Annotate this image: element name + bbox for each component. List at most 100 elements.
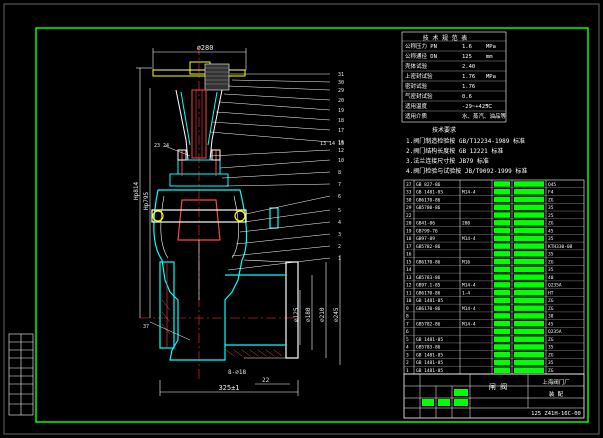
parts-material: ZG bbox=[548, 259, 554, 265]
outer-border bbox=[3, 3, 600, 435]
parts-no: 6 bbox=[406, 329, 409, 335]
parts-no: 17 bbox=[406, 244, 412, 250]
parts-no: 4 bbox=[406, 345, 409, 351]
spec-value: 0.6 bbox=[462, 94, 472, 100]
parts-code: GB 1481-85 bbox=[416, 368, 443, 374]
spec-value: 125 bbox=[462, 54, 472, 60]
parts-material: HT bbox=[548, 290, 554, 296]
spec-table-title: 技 术 规 范 表 bbox=[423, 34, 467, 42]
spec-unit: mm bbox=[486, 54, 493, 60]
title-block-company: 上海阀门厂 bbox=[542, 378, 570, 386]
parts-no: 1 bbox=[406, 368, 409, 374]
binding-margin bbox=[8, 333, 34, 416]
parts-code: GB41-86 bbox=[416, 221, 435, 227]
dim-height-main: Hp814 bbox=[133, 182, 140, 200]
bonnet bbox=[169, 149, 229, 187]
parts-spec: M14-4 bbox=[462, 283, 476, 289]
spec-label: 公称通径 DN bbox=[405, 52, 437, 60]
dim-holes: 8-⌀18 bbox=[228, 369, 246, 376]
spec-value: 1.76 bbox=[462, 74, 475, 80]
balloon-31: 31 bbox=[338, 72, 344, 78]
parts-code: GB5783-86 bbox=[416, 275, 441, 281]
parts-no: 22 bbox=[406, 213, 412, 219]
tech-req-title: 技术要求 bbox=[432, 126, 456, 134]
parts-material: 35 bbox=[548, 236, 554, 242]
parts-no: 29 bbox=[406, 205, 412, 211]
balloon-3: 3 bbox=[338, 232, 341, 238]
dim-dia-180: ⌀180 bbox=[305, 307, 312, 322]
spec-label: 公称压力 PN bbox=[405, 42, 437, 50]
parts-material: 25 bbox=[548, 213, 554, 219]
dim-dia-125: ⌀125 bbox=[293, 307, 300, 322]
title-block-drawing-label: 装 配 bbox=[549, 390, 564, 398]
parts-material: 35 bbox=[548, 360, 554, 366]
spec-value: 水、蒸汽、油品等 bbox=[462, 112, 507, 120]
parts-spec: M14-4 bbox=[462, 321, 476, 327]
dim-flange-thickness: 22 bbox=[262, 377, 270, 384]
yoke bbox=[175, 89, 223, 161]
balloon-16: 16 bbox=[338, 140, 344, 146]
dim-length: 325±1 bbox=[218, 384, 239, 392]
spec-value: 1.6 bbox=[462, 44, 472, 50]
parts-no: 9 bbox=[406, 306, 409, 312]
parts-code: GB6170-86 bbox=[416, 290, 441, 296]
spec-value: -29~+425 bbox=[462, 104, 489, 110]
parts-material: 45 bbox=[548, 321, 554, 327]
parts-no: 11 bbox=[406, 290, 412, 296]
balloon-12: 12 bbox=[338, 148, 344, 154]
balloon-10: 10 bbox=[338, 158, 344, 164]
balloon-5: 5 bbox=[338, 208, 341, 214]
parts-spec: 1-4 bbox=[462, 290, 470, 296]
parts-no: 33 bbox=[406, 190, 412, 196]
parts-spec: M14-4 bbox=[462, 236, 476, 242]
parts-material: 40 bbox=[548, 275, 554, 281]
parts-code: GB799-76 bbox=[416, 228, 438, 234]
spec-unit: ℃ bbox=[486, 104, 493, 110]
balloon-8: 8 bbox=[338, 170, 341, 176]
parts-no: 18 bbox=[406, 236, 412, 242]
parts-code: GB5783-86 bbox=[416, 345, 441, 351]
balloon-6: 6 bbox=[338, 194, 341, 200]
parts-material: 35 bbox=[548, 205, 554, 211]
balloon-7: 7 bbox=[338, 182, 341, 188]
spec-label: 适用介质 bbox=[405, 112, 428, 120]
balloon-30: 30 bbox=[338, 80, 344, 86]
parts-code: GB97-89 bbox=[416, 236, 435, 242]
parts-no: 19 bbox=[406, 228, 412, 234]
leader-37: 37 bbox=[143, 324, 149, 330]
parts-code: GB 1481-85 bbox=[416, 337, 443, 343]
valve-body bbox=[151, 189, 299, 361]
tech-req-item: 1.阀门制造检验按 GB/T12234-1989 标准 bbox=[406, 137, 525, 145]
tech-requirements: 技术要求 1.阀门制造检验按 GB/T12234-1989 标准2.阀门结构长度… bbox=[406, 126, 527, 175]
spec-label: 上密封试验 bbox=[405, 72, 433, 80]
valve-assembly-drawing[interactable]: ⌀280 Hp814 Hp795 ⌀125 ⌀180 ⌀210 ⌀245 8-⌀… bbox=[133, 44, 344, 396]
parts-code: GB5782-86 bbox=[416, 321, 441, 327]
parts-material: ZG bbox=[548, 298, 554, 304]
parts-material: 35 bbox=[548, 252, 554, 258]
parts-material: Q45 bbox=[548, 182, 556, 188]
parts-material: 35 bbox=[548, 267, 554, 273]
parts-code: GB 1481-85 bbox=[416, 190, 443, 196]
parts-material: ZG bbox=[548, 197, 554, 203]
leader-23-24: 23 24 bbox=[154, 143, 169, 149]
balloon-17: 17 bbox=[338, 128, 344, 134]
parts-code: GB6170-86 bbox=[416, 306, 441, 312]
parts-code: GB5782-86 bbox=[416, 244, 441, 250]
parts-material: ZG bbox=[548, 352, 554, 358]
leader-13-14-15: 13 14 15 bbox=[320, 141, 344, 147]
parts-material: ZG bbox=[548, 306, 554, 312]
parts-no: 15 bbox=[406, 259, 412, 265]
dim-height-sub: Hp795 bbox=[143, 192, 150, 210]
parts-no: 8 bbox=[406, 314, 409, 320]
parts-material: Q235A bbox=[548, 283, 562, 289]
dim-dia-210: ⌀210 bbox=[319, 307, 326, 322]
parts-spec: M14-4 bbox=[462, 306, 476, 312]
parts-no: 3 bbox=[406, 352, 409, 358]
tech-req-item: 4.阀门检验与试验按 JB/T9092-1999 标准 bbox=[406, 167, 527, 175]
parts-no: 16 bbox=[406, 252, 412, 258]
parts-no: 20 bbox=[406, 221, 412, 227]
spec-label: 适用温度 bbox=[405, 102, 428, 110]
